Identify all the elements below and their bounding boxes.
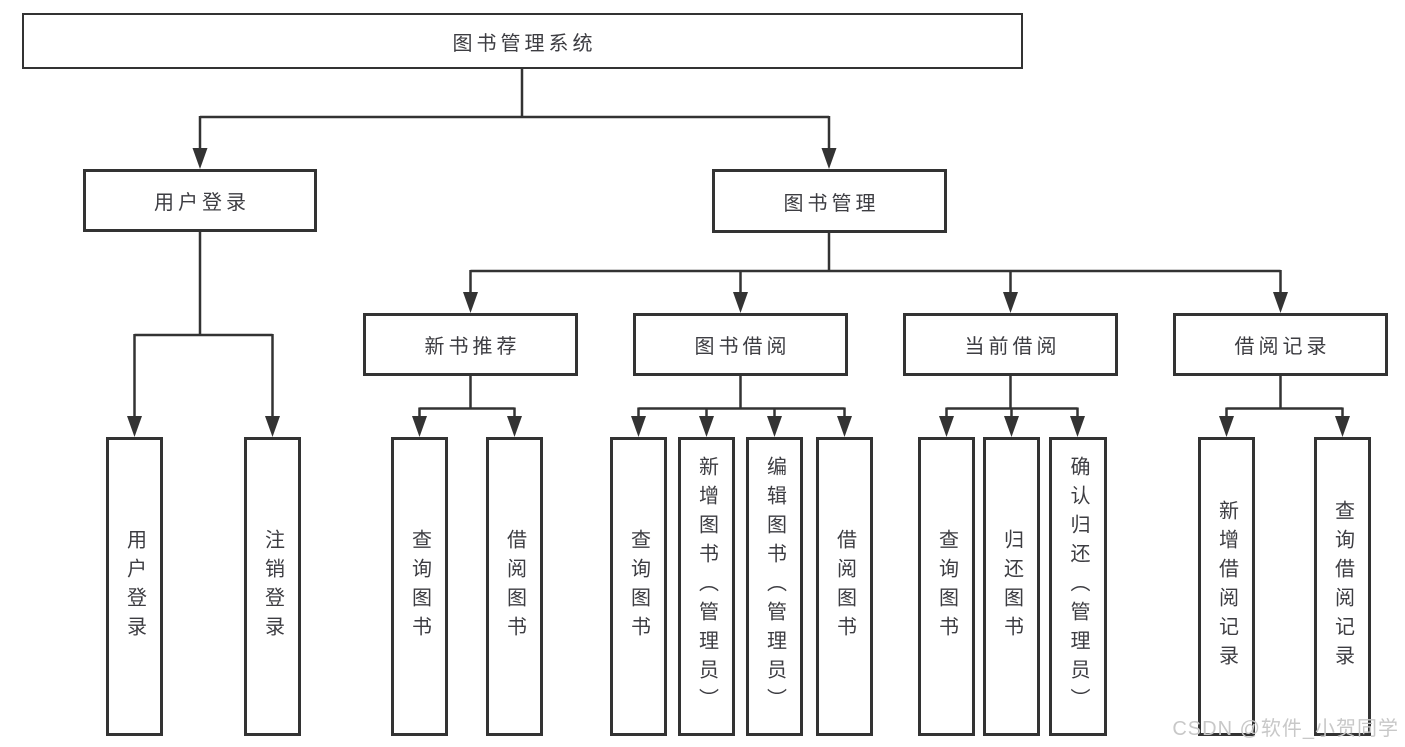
node-label: 归还图书	[1000, 528, 1023, 645]
node-label: 查询图书	[627, 528, 650, 645]
leaf-query-books-current: 查询图书	[918, 437, 975, 736]
node-book-borrowing: 图书借阅	[633, 313, 848, 376]
node-label: 编辑图书（管理员）	[763, 456, 786, 717]
node-label: 注销登录	[261, 528, 284, 645]
arrow-down-icon	[939, 416, 954, 437]
node-label: 查询图书	[408, 528, 431, 645]
arrow-down-icon	[699, 416, 714, 437]
node-label: 新增借阅记录	[1215, 499, 1238, 674]
node-label: 用户登录	[154, 192, 250, 214]
leaf-borrow-books: 借阅图书	[816, 437, 873, 736]
arrow-down-icon	[1273, 292, 1288, 313]
node-label: 借阅图书	[503, 528, 526, 645]
node-label: 当前借阅	[964, 336, 1061, 358]
leaf-logout-login: 注销登录	[244, 437, 301, 736]
leaf-query-books-recommend: 查询图书	[391, 437, 448, 736]
node-new-book-recommend: 新书推荐	[363, 313, 578, 376]
connector-path	[133, 69, 1344, 423]
node-label: 查询图书	[935, 528, 958, 645]
arrow-down-icon	[507, 416, 522, 437]
node-book-management: 图书管理	[712, 169, 947, 233]
leaf-user-login: 用户登录	[106, 437, 163, 736]
leaf-edit-books-admin: 编辑图书（管理员）	[746, 437, 803, 736]
node-user-login: 用户登录	[83, 169, 317, 232]
arrow-down-icon	[412, 416, 427, 437]
node-label: 用户登录	[123, 528, 146, 645]
node-label: 借阅记录	[1234, 336, 1331, 358]
node-label: 图书管理	[783, 192, 880, 215]
leaf-borrow-books-recommend: 借阅图书	[486, 437, 543, 736]
arrow-down-icon	[733, 292, 748, 313]
arrow-down-icon	[127, 416, 142, 437]
arrow-down-icon	[1070, 416, 1085, 437]
arrow-down-icon	[767, 416, 782, 437]
arrow-down-icon	[837, 416, 852, 437]
arrow-down-icon	[192, 148, 208, 169]
leaf-return-books: 归还图书	[983, 437, 1040, 736]
node-root-system: 图书管理系统	[22, 13, 1023, 69]
node-current-borrowing: 当前借阅	[903, 313, 1118, 376]
leaf-confirm-return-admin: 确认归还（管理员）	[1049, 437, 1107, 736]
arrow-down-icon	[265, 416, 280, 437]
node-label: 图书借阅	[694, 336, 791, 358]
node-label: 借阅图书	[833, 528, 856, 645]
arrow-down-icon	[1219, 416, 1234, 437]
node-label: 查询借阅记录	[1331, 499, 1354, 674]
connector-arrows	[127, 148, 1350, 437]
leaf-query-borrow-record: 查询借阅记录	[1314, 437, 1371, 736]
node-label: 新增图书（管理员）	[695, 456, 718, 717]
leaf-add-books-admin: 新增图书（管理员）	[678, 437, 735, 736]
node-borrowing-records: 借阅记录	[1173, 313, 1388, 376]
leaf-query-books-borrow: 查询图书	[610, 437, 667, 736]
arrow-down-icon	[631, 416, 646, 437]
node-label: 新书推荐	[424, 336, 521, 358]
node-label: 确认归还（管理员）	[1067, 456, 1089, 717]
leaf-add-borrow-record: 新增借阅记录	[1198, 437, 1255, 736]
arrow-down-icon	[1003, 292, 1018, 313]
arrow-down-icon	[1004, 416, 1019, 437]
arrow-down-icon	[463, 292, 478, 313]
node-label: 图书管理系统	[452, 32, 597, 55]
arrow-down-icon	[1335, 416, 1350, 437]
arrow-down-icon	[821, 148, 837, 169]
csdn-watermark: CSDN @软件_小贺同学	[1172, 718, 1399, 740]
